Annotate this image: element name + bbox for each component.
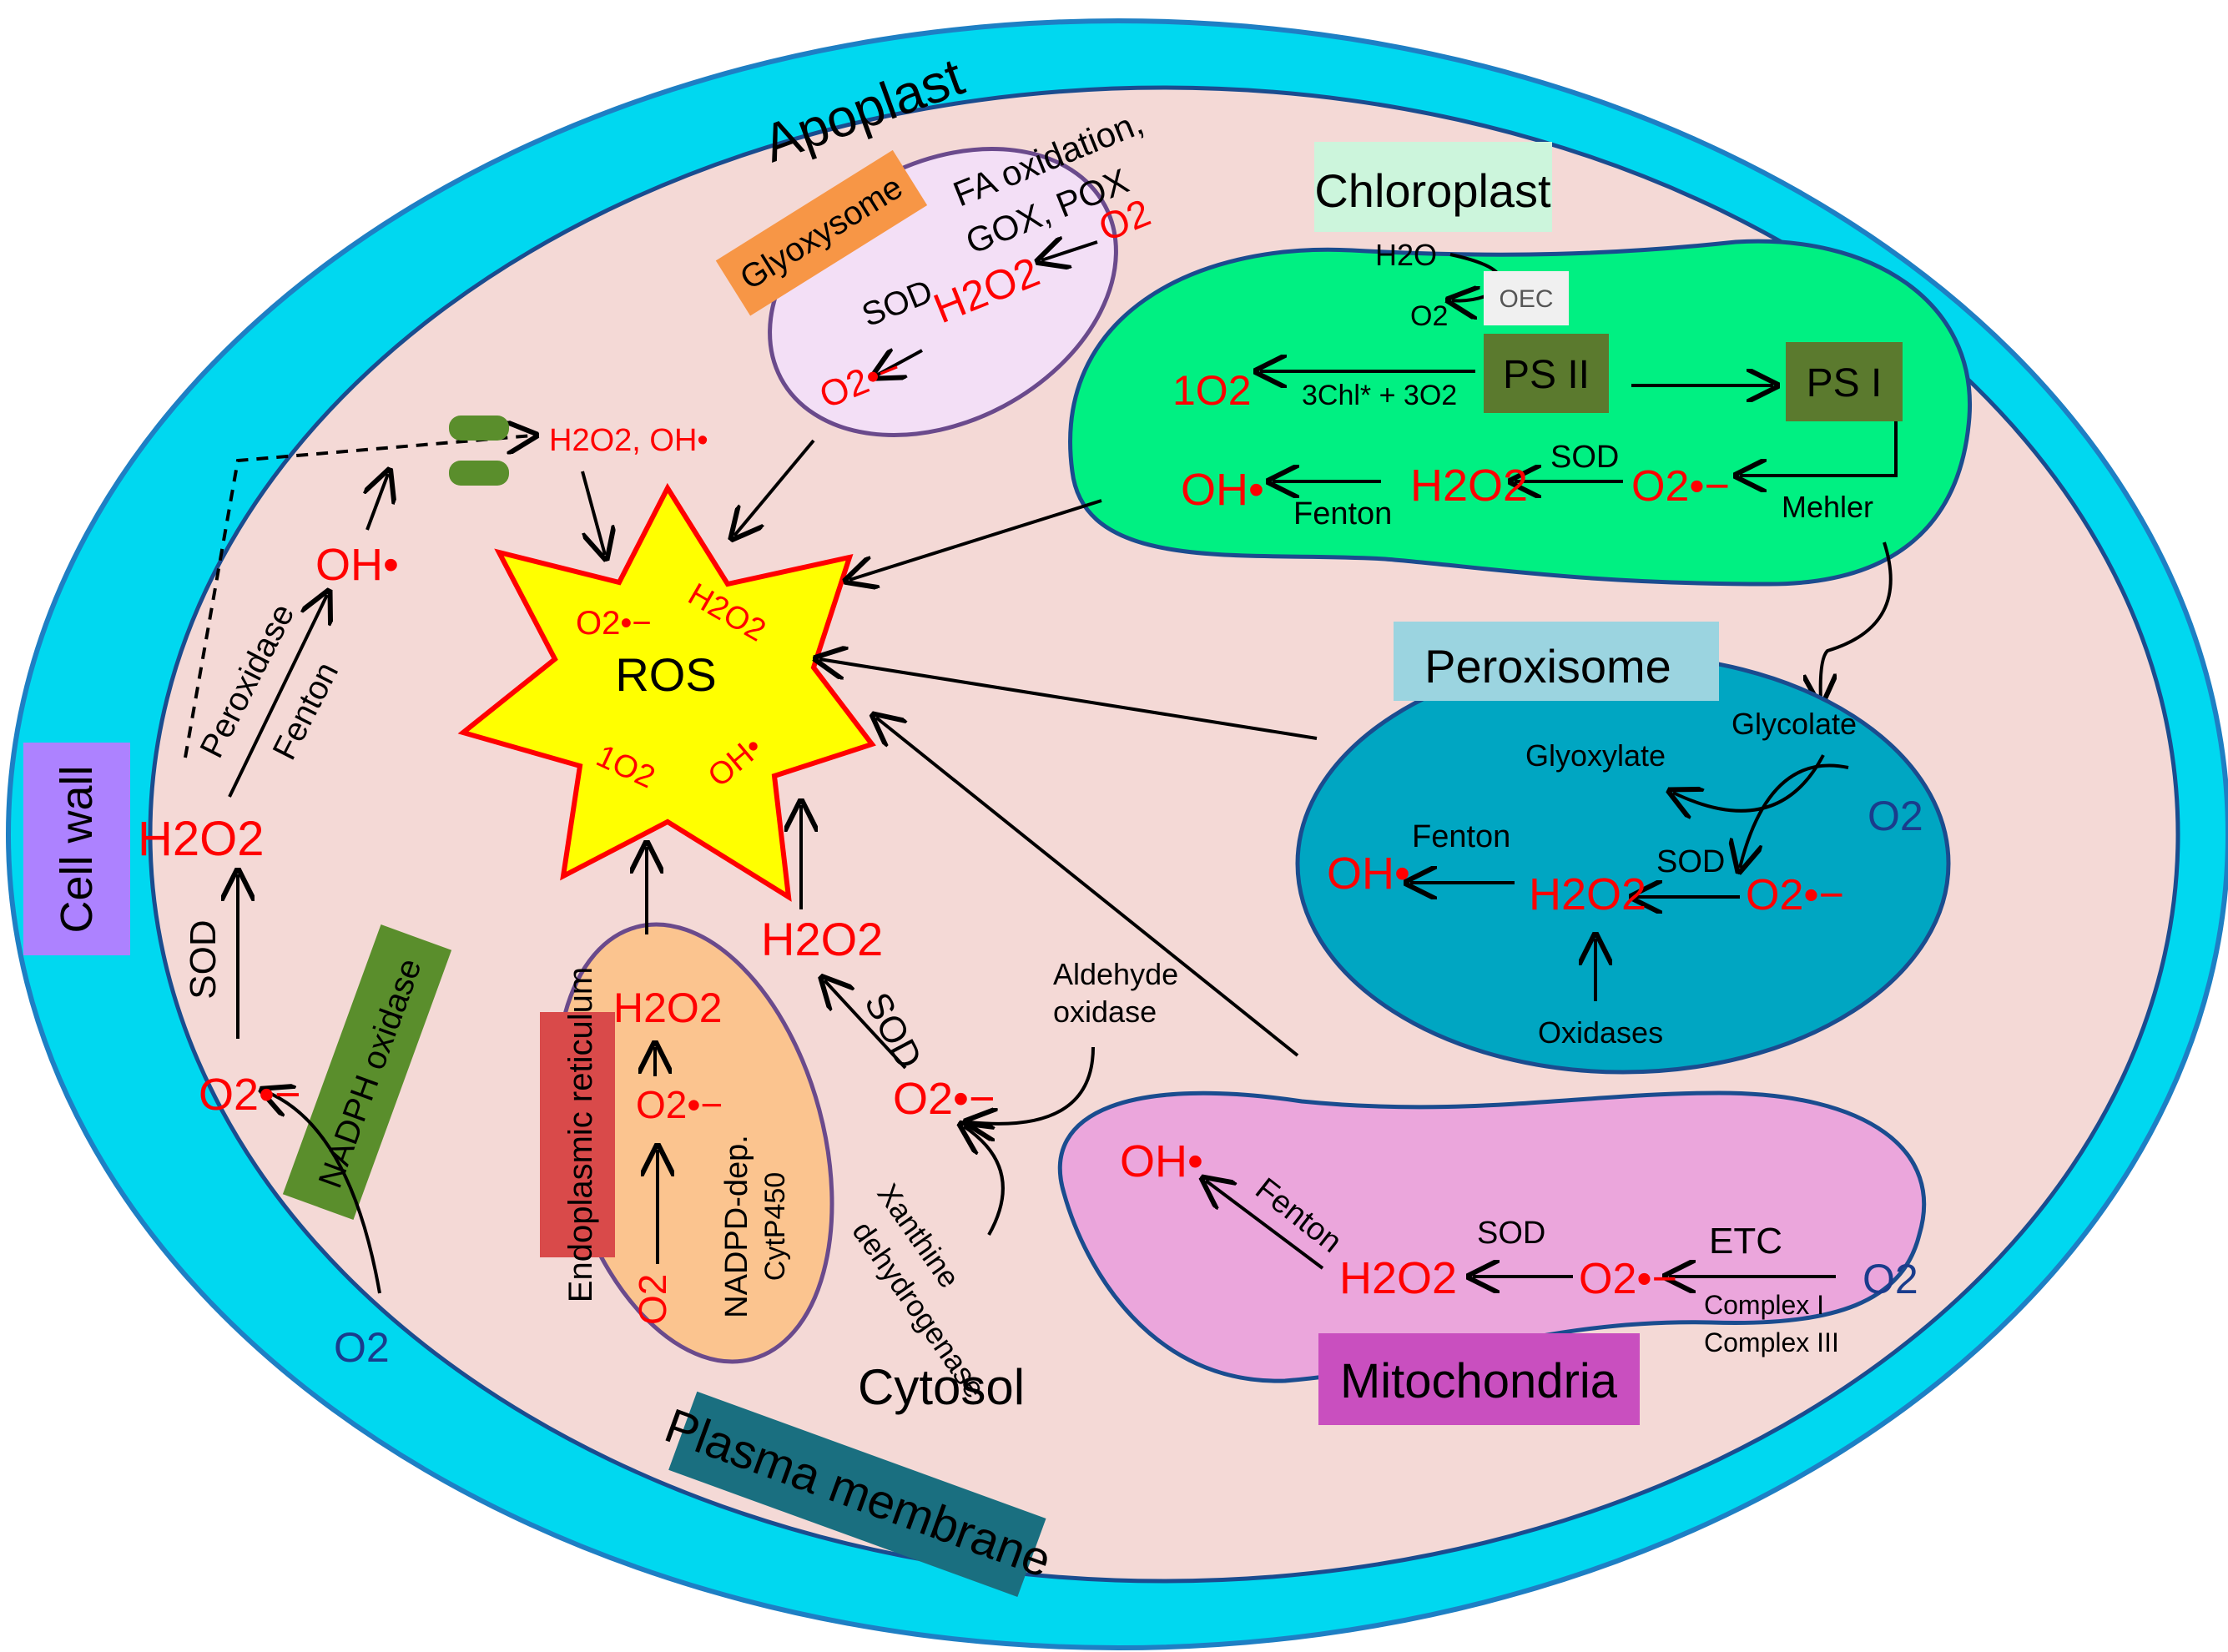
chloro-superoxide: O2•− bbox=[1631, 462, 1730, 511]
membrane-channel-bottom bbox=[449, 461, 509, 486]
oec-label: OEC bbox=[1499, 285, 1553, 313]
arrow-h2o2-oh bbox=[228, 595, 327, 798]
ros-superoxide: O2•− bbox=[576, 605, 652, 642]
arrow-aldehyde-superoxide bbox=[970, 1046, 1095, 1124]
mito-o2: O2 bbox=[1863, 1256, 1918, 1302]
mitochondria-tag bbox=[1318, 1333, 1640, 1425]
chloro-sod-label: SOD bbox=[1550, 440, 1619, 475]
chloro-o2: O2 bbox=[1410, 300, 1448, 332]
peroxisome-label: Peroxisome bbox=[1424, 640, 1671, 693]
arrow-glyox-o2-h2o2 bbox=[1041, 242, 1098, 260]
chloroplast-label: Chloroplast bbox=[1314, 164, 1551, 217]
er-nadpd-line2: CytP450 bbox=[759, 1172, 791, 1281]
perox-sod-label: SOD bbox=[1656, 844, 1725, 879]
chloro-singlet: 1O2 bbox=[1172, 367, 1252, 414]
cytosol-label: Cytosol bbox=[858, 1359, 1025, 1415]
peroxisome-tag bbox=[1394, 622, 1719, 701]
perox-o2: O2 bbox=[1868, 793, 1923, 839]
mito-complex3: Complex III bbox=[1704, 1327, 1839, 1357]
mitochondria-label: Mitochondria bbox=[1340, 1354, 1618, 1408]
perox-glycolate: Glycolate bbox=[1731, 707, 1857, 741]
mito-h2o2: H2O2 bbox=[1339, 1253, 1457, 1303]
perox-glyoxylate: Glyoxylate bbox=[1525, 738, 1666, 773]
chloro-fenton-label: Fenton bbox=[1293, 496, 1392, 531]
arrow-glyox-ros bbox=[734, 439, 815, 536]
cyto-aldehyde-line1: Aldehyde bbox=[1053, 957, 1178, 991]
apoplast-hydroxyl: OH• bbox=[315, 540, 399, 590]
apoplast-h2o2: H2O2 bbox=[138, 812, 265, 866]
perox-hydroxyl: OH• bbox=[1327, 849, 1410, 899]
er-nadpd-line1: NADPD-dep. bbox=[719, 1135, 754, 1318]
arrow-perox-ros bbox=[819, 659, 1318, 740]
er-o2: O2 bbox=[631, 1274, 674, 1325]
arrow-xanthine-superoxide bbox=[964, 1126, 1005, 1236]
arrow-channel-ros bbox=[581, 471, 605, 555]
cell-wall-tag bbox=[23, 743, 130, 955]
er-h2o2: H2O2 bbox=[613, 985, 723, 1031]
arrow-oh-membrane bbox=[367, 474, 388, 531]
channel-h2o2-oh: H2O2, OH• bbox=[549, 423, 708, 458]
mito-etc-label: ETC bbox=[1709, 1221, 1782, 1262]
er-label: Endoplasmic reticulum bbox=[562, 967, 599, 1302]
chloro-h2o: H2O bbox=[1375, 238, 1437, 272]
mito-superoxide: O2•− bbox=[1579, 1255, 1677, 1303]
oec-box bbox=[1484, 271, 1569, 325]
perox-fenton-label: Fenton bbox=[1412, 819, 1510, 854]
arrow-glyox-superoxide bbox=[876, 350, 923, 375]
perox-h2o2: H2O2 bbox=[1529, 869, 1646, 919]
chloro-h2o2: H2O2 bbox=[1410, 461, 1528, 511]
mito-sod-label: SOD bbox=[1477, 1216, 1545, 1251]
arrow-cyto-superoxide-h2o2 bbox=[824, 980, 907, 1070]
ps1-label: PS I bbox=[1807, 361, 1883, 405]
chloro-hydroxyl: OH• bbox=[1181, 465, 1264, 515]
apoplast-sod-label: SOD bbox=[183, 919, 224, 999]
chloro-mehler-label: Mehler bbox=[1782, 490, 1873, 524]
ps2-label: PS II bbox=[1503, 353, 1590, 397]
membrane-channel-top bbox=[449, 416, 509, 441]
arrow-o2-superoxide-perox bbox=[1740, 763, 1849, 869]
dashed-h2o2-diffusion bbox=[184, 436, 532, 758]
perox-superoxide: O2•− bbox=[1746, 871, 1844, 919]
chloro-chl-triplet: 3Chl* + 3O2 bbox=[1302, 380, 1457, 411]
mitochondria-organelle bbox=[1057, 1090, 1927, 1383]
cyto-h2o2: H2O2 bbox=[761, 913, 883, 965]
arrow-ps1-mehler bbox=[1740, 421, 1898, 476]
arrow-chloro-ros bbox=[849, 499, 1102, 580]
perox-oxidases: Oxidases bbox=[1538, 1015, 1663, 1050]
arrow-o2-superoxide-apoplast bbox=[265, 1091, 381, 1294]
ros-label: ROS bbox=[615, 648, 716, 701]
arrow-mito-h2o2-oh bbox=[1206, 1181, 1324, 1270]
cyto-aldehyde-line2: oxidase bbox=[1053, 995, 1157, 1029]
apoplast-superoxide: O2•− bbox=[199, 1070, 300, 1120]
mito-complex1: Complex I bbox=[1704, 1290, 1824, 1320]
ps1-box bbox=[1786, 342, 1903, 421]
er-tag: Endoplasmic reticulum bbox=[540, 967, 615, 1302]
cyto-superoxide: O2•− bbox=[893, 1074, 995, 1124]
cell-wall-label: Cell wall bbox=[52, 765, 102, 933]
chloroplast-tag bbox=[1314, 142, 1552, 232]
er-superoxide: O2•− bbox=[636, 1083, 723, 1126]
ros-star bbox=[457, 482, 876, 902]
arrow-chloro-peroxisome bbox=[1821, 541, 1893, 701]
arrow-mito-ros bbox=[876, 718, 1299, 1057]
mito-hydroxyl: OH• bbox=[1120, 1136, 1203, 1186]
ps2-box bbox=[1484, 334, 1609, 413]
apoplast-o2: O2 bbox=[334, 1324, 390, 1371]
